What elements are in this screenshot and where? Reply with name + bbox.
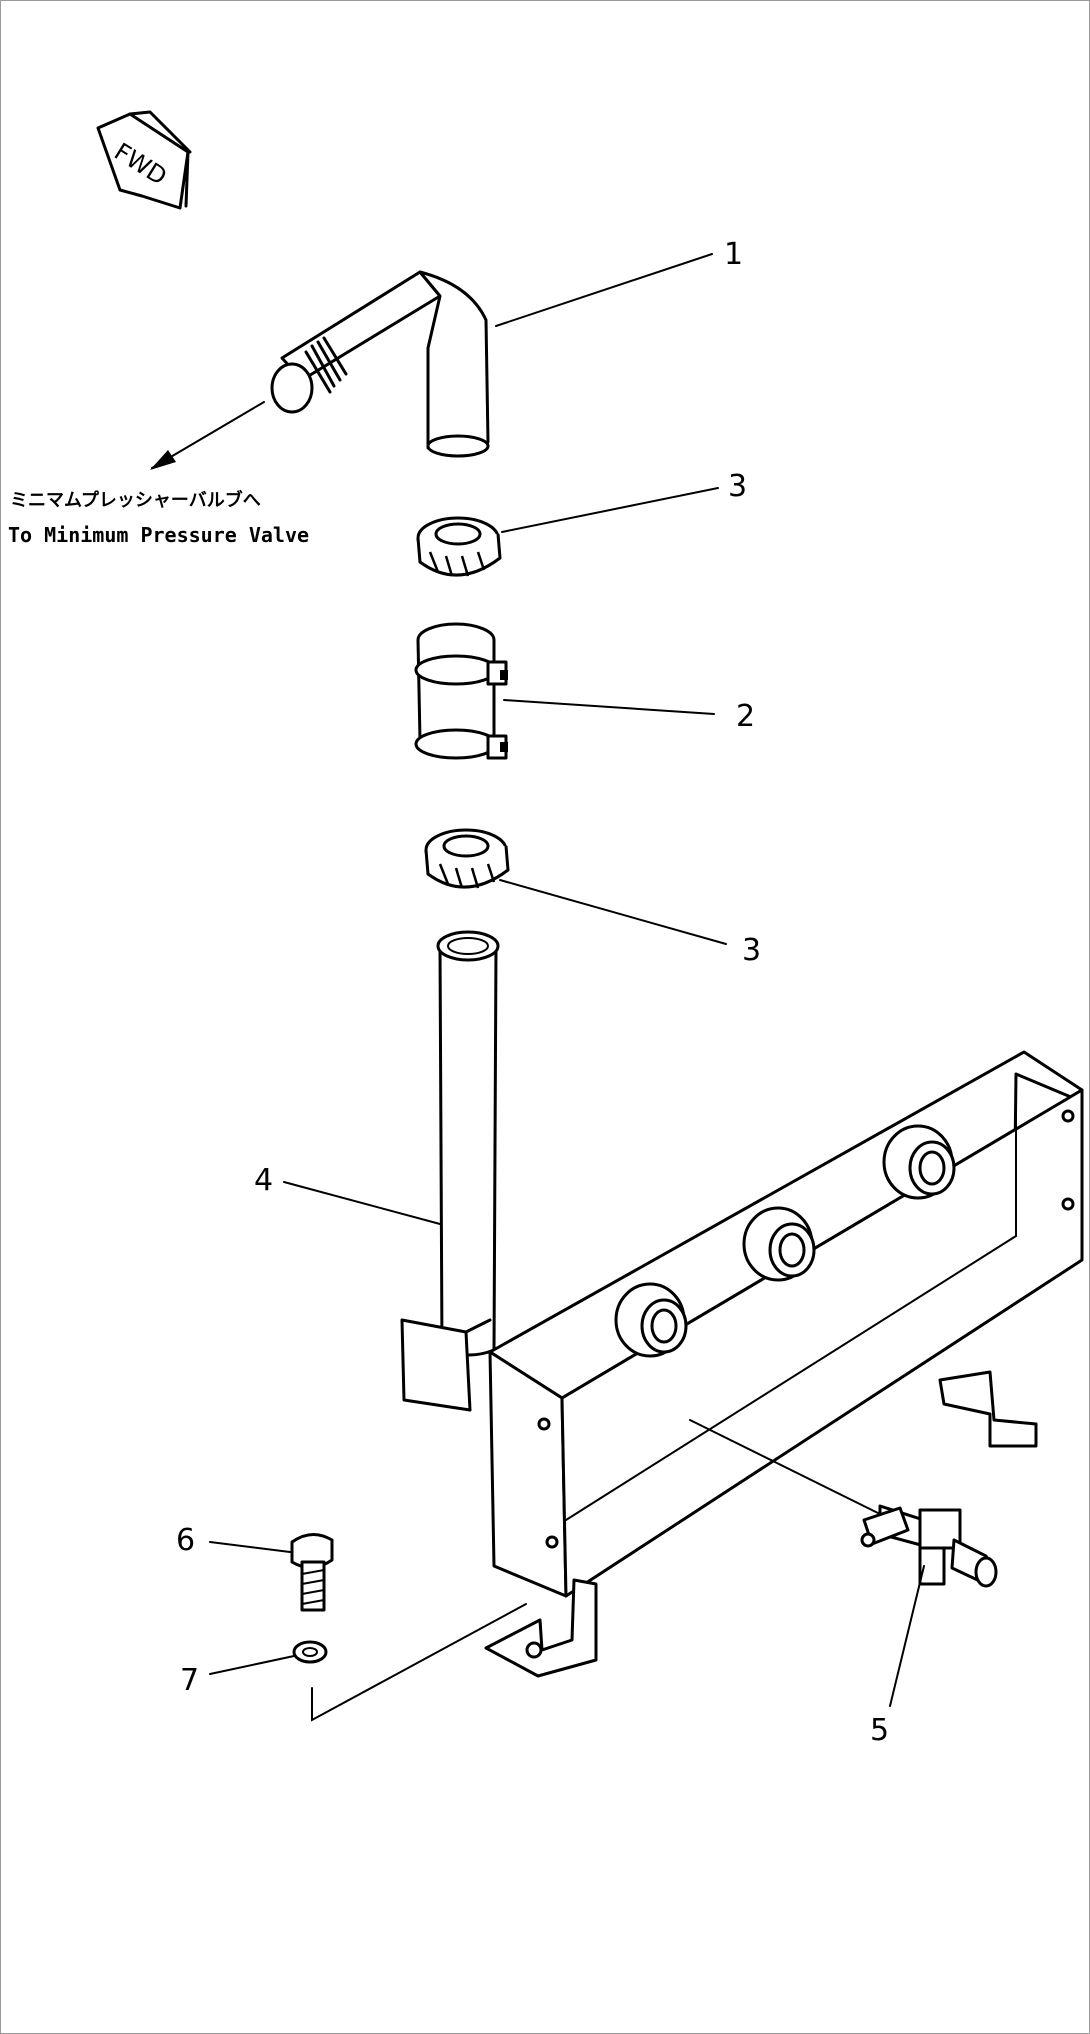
callout-2: 2	[736, 699, 755, 734]
manifold-box	[484, 1050, 1084, 1678]
callout-4: 4	[254, 1163, 273, 1198]
hose-with-clamps	[414, 622, 508, 760]
callout-3-upper: 3	[728, 469, 747, 504]
drain-valve	[689, 1419, 998, 1588]
elbow-pipe	[150, 270, 490, 470]
port-2	[742, 1206, 816, 1282]
callout-5: 5	[870, 1713, 889, 1748]
seal-ring-upper	[416, 516, 502, 577]
vertical-tube	[400, 930, 500, 1412]
callout-7: 7	[180, 1663, 199, 1698]
seal-ring-lower	[424, 828, 510, 889]
port-1	[614, 1282, 688, 1358]
callout-1: 1	[724, 237, 743, 272]
port-3	[882, 1124, 956, 1200]
note-english: To Minimum Pressure Valve	[8, 523, 309, 547]
note-japanese: ミニマムプレッシャーバルブへ	[10, 489, 261, 511]
washer	[292, 1640, 328, 1664]
callout-3-lower: 3	[742, 933, 761, 968]
fwd-arrow-icon: FWD	[96, 110, 192, 210]
callout-6: 6	[176, 1523, 195, 1558]
bolt	[290, 1533, 334, 1612]
